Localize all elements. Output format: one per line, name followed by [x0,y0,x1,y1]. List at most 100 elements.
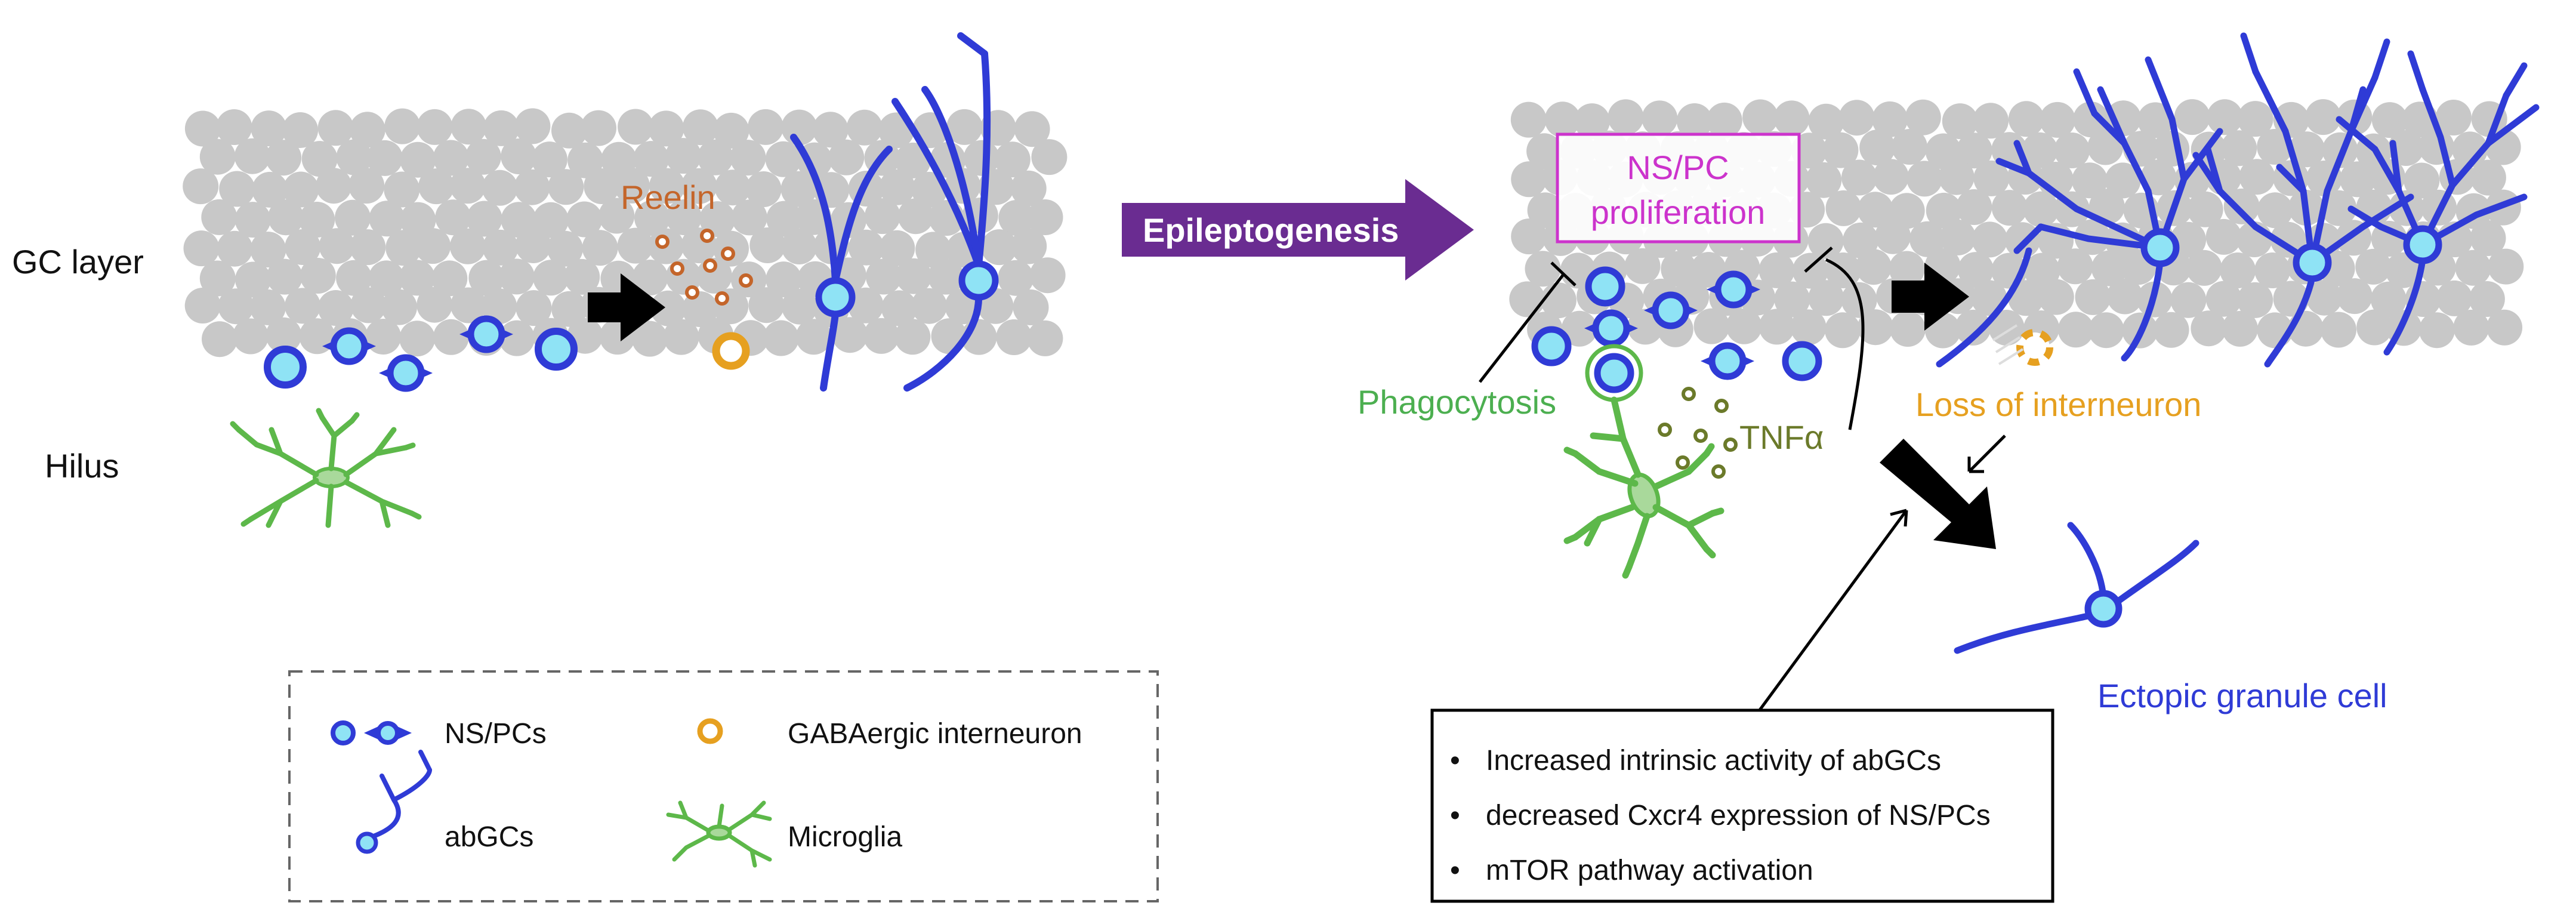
granule-cell [551,291,588,327]
granule-cell [911,288,948,324]
granule-cell [699,201,736,238]
granule-cell [1544,101,1581,138]
granule-cell [2205,281,2242,317]
granule-cell [2321,312,2356,348]
inhibition-lines [1479,247,1865,430]
granule-cell [1889,251,1925,287]
nspc-cell [1707,270,1760,309]
granule-cell [865,198,900,235]
loss-interneuron-label: Loss of interneuron [1915,386,2201,423]
granule-cell [2054,133,2090,168]
granule-cell [894,319,931,355]
granule-cell [384,108,421,144]
granule-cell [2140,159,2177,196]
granule-cell [1956,189,1992,225]
granule-cell [896,258,932,294]
granule-cell [336,260,372,296]
abgc-left-2 [891,32,999,392]
nspc-cell [322,327,376,365]
lost-interneuron [1992,324,2053,366]
granule-cell [780,171,817,207]
granule-cell [2336,278,2373,315]
granule-cell [682,291,718,327]
granule-cell [1574,103,1610,140]
granule-cell [584,168,620,204]
granule-cell [713,112,749,149]
granule-cell [1838,100,1875,136]
granule-cell [1029,257,1066,294]
granule-cell [233,318,269,355]
legend-nspcs-icon [331,720,412,745]
epileptogenesis-arrow: Epileptogenesis [1122,179,1474,281]
abgc-right-1 [1936,56,2223,368]
granule-cell [368,260,405,297]
granule-cell [399,260,435,296]
granule-cell [1013,289,1049,325]
granule-cell [435,199,471,236]
granule-cell [548,169,584,205]
granule-cell [879,230,915,266]
granule-cell [533,260,569,296]
granule-cell [381,289,417,325]
granule-cell [745,171,782,207]
microglia-right [1563,396,1724,579]
granule-cell [2057,248,2093,285]
granule-cell [2455,249,2491,286]
nspc-cell [264,346,307,389]
granule-cell [1909,221,1945,257]
granule-cell [201,199,237,235]
info-bullet: • [1450,855,1460,886]
granule-cell [1855,249,1892,285]
granule-cell [666,199,702,235]
granule-cell [283,171,319,208]
granule-cell [1857,192,1893,228]
granule-cell [1706,102,1742,138]
granule-cell [251,110,287,147]
granule-cell [613,167,650,204]
granule-cell [415,228,451,264]
granule-cell [2170,282,2207,318]
granule-cell [1926,192,1962,229]
granule-cell [895,142,931,178]
granule-cell [946,109,983,145]
granule-cell [267,258,303,295]
granule-cell [2370,281,2407,318]
nspc-cell [459,315,513,353]
granule-cell [1906,161,1943,197]
legend-abgcs-icon [356,750,432,854]
granule-cell [1872,159,1909,195]
granule-cell [1938,159,1975,195]
reelin-dots [655,229,753,306]
granule-cell [2186,249,2222,286]
granule-cell [566,201,603,238]
granule-cell [1940,219,1976,255]
granule-cell [2105,162,2141,199]
granule-cell [879,169,915,205]
granule-cell [897,198,934,235]
granule-cell [365,319,402,355]
granule-cell [547,230,583,267]
granule-cell [848,229,884,266]
granule-cell [2075,279,2111,315]
granule-cell [2004,222,2041,258]
granule-cell [418,168,455,205]
info-bullet: • [1450,800,1460,831]
info-bullet: • [1450,745,1460,777]
granule-cell [400,141,436,178]
granule-cell [199,260,236,297]
granule-cell [1690,252,1727,288]
granule-cell [285,229,321,265]
info-item-3: mTOR pathway activation [1486,855,1813,886]
granule-cell [1027,320,1063,356]
granule-cell [2072,162,2108,199]
granule-cell [2356,309,2393,346]
granule-cell [1890,311,1926,347]
granule-cell [384,171,420,208]
granule-cell [319,228,355,264]
granule-cell [2057,312,2094,348]
granule-cell [2008,280,2044,316]
granule-cell [482,170,518,206]
granule-cell [996,319,1032,355]
granule-cell [763,320,799,356]
granule-cell [285,288,321,324]
